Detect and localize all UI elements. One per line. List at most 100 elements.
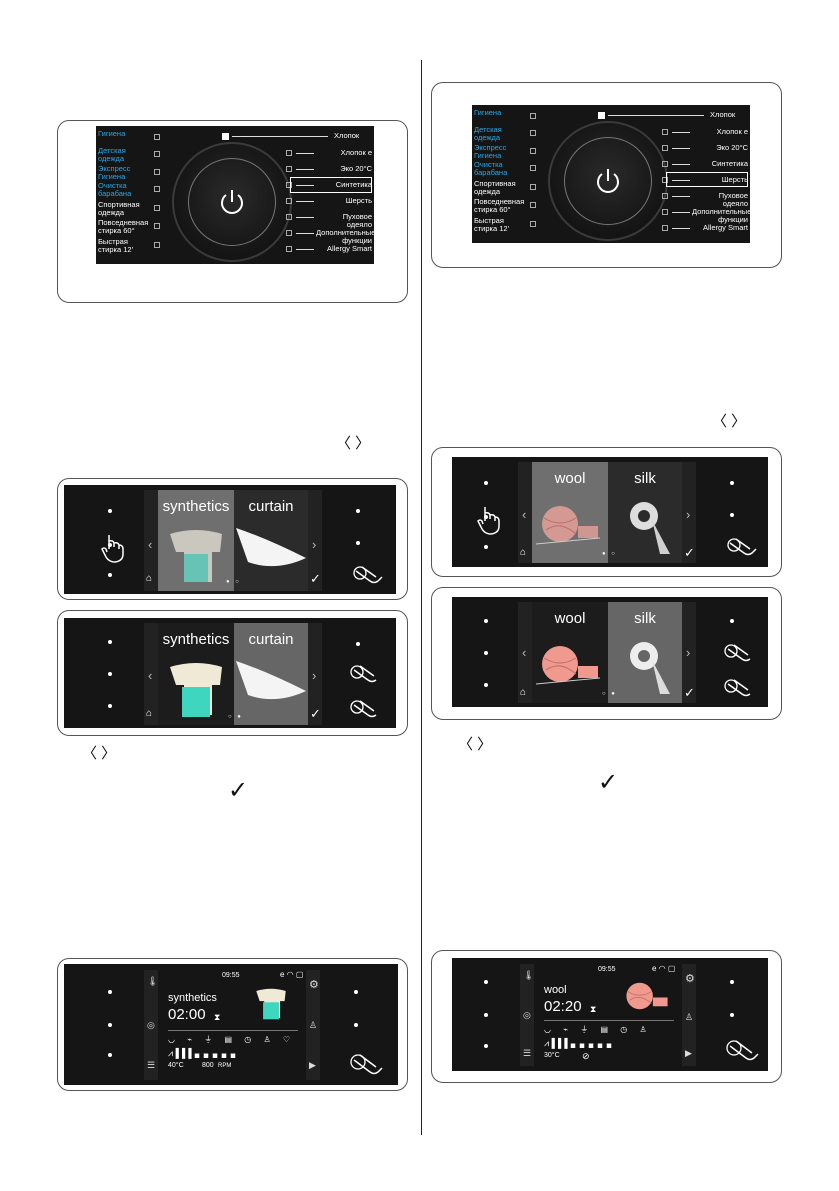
program-indicator[interactable] — [154, 169, 160, 176]
chevron-left-icon[interactable]: ‹ — [148, 537, 153, 552]
play-pause-icon[interactable]: ▶︎ — [685, 1048, 692, 1058]
button-dot[interactable] — [108, 1023, 112, 1027]
cotton-indicator[interactable] — [222, 133, 229, 140]
program-indicator[interactable] — [530, 183, 536, 190]
button-dot[interactable] — [356, 541, 360, 545]
gear-icon[interactable]: ⚙ — [309, 979, 319, 991]
button-dot[interactable] — [108, 509, 112, 513]
program-indicator[interactable] — [662, 161, 668, 167]
shirt-icon[interactable]: ♙ — [685, 1012, 694, 1022]
button-dot[interactable] — [484, 1013, 488, 1017]
program-dial[interactable] — [548, 121, 668, 241]
button-dot[interactable] — [730, 980, 734, 984]
program-indicator[interactable] — [286, 230, 292, 236]
chevron-right-icon[interactable]: › — [686, 645, 691, 660]
chevron-left-icon[interactable]: ‹ — [522, 645, 527, 660]
power-icon[interactable] — [594, 166, 622, 196]
program-indicator[interactable] — [530, 112, 536, 119]
program-indicator[interactable] — [662, 209, 668, 215]
card-curtain[interactable]: curtain — [234, 623, 308, 725]
button-dot[interactable] — [108, 543, 112, 547]
card-synthetics[interactable]: synthetics — [158, 490, 234, 591]
check-icon[interactable]: ✓ — [684, 685, 695, 700]
button-dot[interactable] — [484, 1044, 488, 1048]
card-silk[interactable]: silk — [608, 462, 682, 563]
chevron-left-icon[interactable]: ‹ — [522, 507, 527, 522]
button-dot[interactable] — [108, 573, 112, 577]
program-indicator[interactable] — [662, 193, 668, 199]
home-icon[interactable]: ⌂ — [520, 687, 527, 698]
program-label-right: Шерсть — [721, 175, 748, 184]
button-dot[interactable] — [730, 619, 734, 623]
card-wool[interactable]: wool — [532, 462, 608, 563]
menu-icon[interactable]: ☰ — [523, 1048, 532, 1058]
program-indicator[interactable] — [286, 166, 292, 172]
program-indicator[interactable] — [530, 221, 536, 228]
program-indicator[interactable] — [286, 198, 292, 204]
program-indicator[interactable] — [530, 129, 536, 136]
button-dot[interactable] — [484, 980, 488, 984]
program-indicator[interactable] — [662, 225, 668, 231]
program-indicator[interactable] — [154, 223, 160, 230]
program-dial[interactable] — [172, 142, 292, 262]
program-indicator[interactable] — [154, 242, 160, 249]
button-dot[interactable] — [730, 481, 734, 485]
button-dot[interactable] — [108, 1053, 112, 1057]
button-dot[interactable] — [484, 545, 488, 549]
card-silk[interactable]: silk — [608, 602, 682, 703]
button-dot[interactable] — [108, 640, 112, 644]
cotton-indicator[interactable] — [598, 112, 605, 119]
button-dot[interactable] — [108, 704, 112, 708]
thermometer-icon[interactable]: 🌡 — [147, 976, 159, 986]
power-icon[interactable] — [218, 187, 246, 217]
chevron-right-icon[interactable]: › — [312, 668, 317, 683]
button-dot[interactable] — [484, 619, 488, 623]
program-indicator[interactable] — [154, 204, 160, 211]
program-indicator[interactable] — [154, 186, 160, 193]
program-indicator[interactable] — [530, 165, 536, 172]
home-icon[interactable]: ⌂ — [520, 547, 527, 558]
program-indicator[interactable] — [286, 246, 292, 252]
spin-icon[interactable]: ◎ — [147, 1020, 155, 1030]
home-icon[interactable]: ⌂ — [146, 708, 153, 719]
button-dot[interactable] — [484, 683, 488, 687]
program-indicator[interactable] — [530, 148, 536, 155]
program-indicator[interactable] — [286, 214, 292, 220]
program-indicator[interactable] — [154, 150, 160, 157]
program-line — [296, 185, 314, 186]
program-indicator[interactable] — [662, 177, 668, 183]
button-dot[interactable] — [484, 481, 488, 485]
card-synthetics[interactable]: synthetics — [158, 623, 234, 725]
button-dot[interactable] — [730, 1013, 734, 1017]
check-icon[interactable]: ✓ — [310, 706, 321, 721]
program-indicator[interactable] — [530, 202, 536, 209]
home-icon[interactable]: ⌂ — [146, 573, 153, 584]
chevron-right-icon[interactable]: › — [312, 537, 317, 552]
check-icon[interactable]: ✓ — [684, 545, 695, 560]
spin-icon[interactable]: ◎ — [523, 1010, 531, 1020]
button-dot[interactable] — [108, 672, 112, 676]
program-indicator[interactable] — [286, 150, 292, 156]
chevron-right-icon[interactable]: › — [686, 507, 691, 522]
program-indicator[interactable] — [286, 182, 292, 188]
play-pause-icon[interactable]: ▶︎ — [309, 1060, 316, 1070]
card-wool[interactable]: wool — [532, 602, 608, 703]
card-curtain[interactable]: curtain — [234, 490, 308, 591]
shirt-icon[interactable]: ♙ — [309, 1020, 318, 1030]
button-dot[interactable] — [484, 651, 488, 655]
program-indicator[interactable] — [662, 129, 668, 135]
menu-icon[interactable]: ☰ — [147, 1060, 156, 1070]
thermometer-icon[interactable]: 🌡 — [523, 970, 535, 980]
button-dot[interactable] — [356, 509, 360, 513]
gear-icon[interactable]: ⚙ — [685, 973, 695, 985]
button-dot[interactable] — [354, 1023, 358, 1027]
program-indicator[interactable] — [154, 133, 160, 140]
button-dot[interactable] — [356, 642, 360, 646]
chevron-left-icon[interactable]: ‹ — [148, 668, 153, 683]
button-dot[interactable] — [484, 515, 488, 519]
button-dot[interactable] — [108, 990, 112, 994]
button-dot[interactable] — [354, 990, 358, 994]
check-icon[interactable]: ✓ — [310, 571, 321, 586]
button-dot[interactable] — [730, 513, 734, 517]
program-indicator[interactable] — [662, 145, 668, 151]
